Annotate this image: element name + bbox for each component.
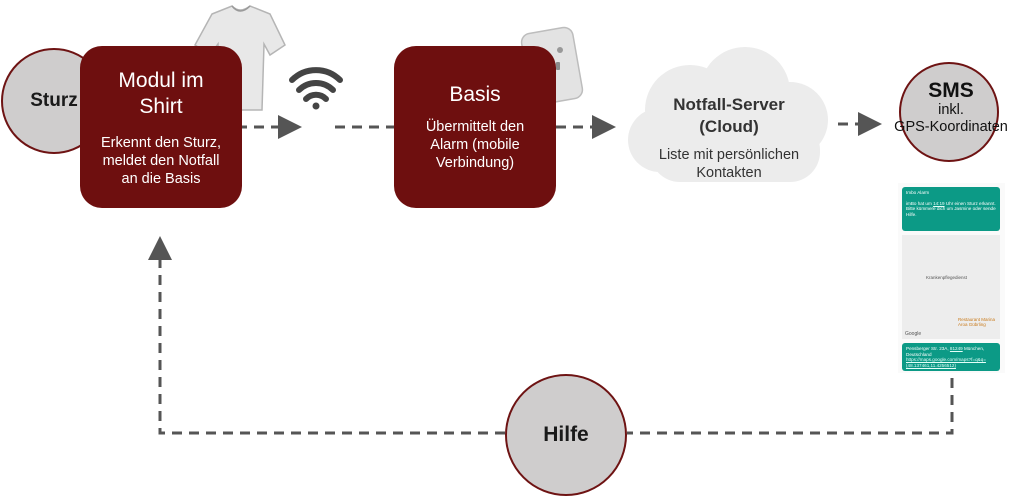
- basis-title: Basis: [449, 83, 501, 106]
- node-basis: Basis Übermittelt den Alarm (mobile Verb…: [394, 46, 556, 208]
- server-title-line: (Cloud): [699, 117, 759, 136]
- server-title: Notfall-Server (Cloud): [622, 94, 836, 138]
- basis-desc-line: Übermittelt den: [425, 119, 525, 135]
- line-sms-to-hilfe: [627, 378, 954, 435]
- sms-text-part: München, Deutschland: [906, 346, 985, 357]
- server-desc-line: Liste mit persönlichen: [658, 147, 800, 163]
- server-description: Liste mit persönlichen Kontakten: [622, 146, 836, 182]
- sms-text-part: Pensberger Str. 23A,: [906, 346, 950, 351]
- sturz-label: Sturz: [30, 90, 78, 111]
- node-modul-im-shirt: Modul im Shirt Erkennt den Sturz, meldet…: [80, 46, 242, 208]
- sms-sender: Imbo Alarm: [906, 190, 930, 195]
- basis-desc-line: Verbindung): [435, 155, 515, 171]
- modul-title: Modul im Shirt: [80, 68, 242, 120]
- modul-title-line: Modul im: [118, 69, 204, 92]
- sms-text-part: Bitte kümmere dich um Jasmine oder sende…: [906, 206, 996, 217]
- map-label: Restaurant Marina Aroa Gübrling: [958, 317, 996, 327]
- node-notfall-server: Notfall-Server (Cloud) Liste mit persönl…: [622, 94, 836, 182]
- node-sms: [899, 62, 999, 162]
- sms-zip: 81249: [949, 346, 963, 351]
- modul-desc-line: meldet den Notfall: [102, 153, 220, 169]
- sms-bubble-location: Pensberger Str. 23A, 81249 München, Deut…: [902, 343, 1000, 371]
- sms-desc-line: GPS-Koordinaten: [894, 119, 1008, 135]
- map-label: Krankenpflegedienst: [926, 275, 968, 280]
- map-google-logo: Google: [905, 331, 922, 337]
- wifi-icon: [289, 67, 343, 110]
- map-preview: Krankenpflegedienst Restaurant Marina Ar…: [902, 235, 1000, 339]
- sms-text-part: Uhr einen Sturz erkannt.: [944, 200, 996, 206]
- server-title-line: Notfall-Server: [673, 95, 785, 114]
- arrow-hilfe-to-modul: [148, 236, 505, 435]
- basis-desc-line: Alarm (mobile: [430, 137, 520, 153]
- sms-time: 14:19: [933, 200, 945, 206]
- modul-desc-line: Erkennt den Sturz,: [100, 135, 222, 151]
- maps-link[interactable]: https://maps.google.com/maps?f=q&q=(48.1…: [906, 357, 986, 368]
- server-desc-line: Kontakten: [696, 165, 762, 181]
- modul-description: Erkennt den Sturz, meldet den Notfall an…: [80, 134, 242, 188]
- hilfe-label: Hilfe: [543, 423, 589, 446]
- sms-text: SMS inkl. GPS-Koordinaten: [878, 80, 1024, 136]
- modul-desc-line: an die Basis: [121, 171, 201, 187]
- basis-description: Übermittelt den Alarm (mobile Verbindung…: [394, 118, 556, 172]
- sms-desc-line: inkl.: [938, 102, 964, 118]
- sms-bubble-alarm: Imbo Alarm imBo hat um 14:19 Uhr einen S…: [902, 187, 1000, 231]
- phone-screenshot: Imbo Alarm imBo hat um 14:19 Uhr einen S…: [898, 183, 1005, 373]
- cloud-icon: [628, 47, 828, 182]
- modul-title-line: Shirt: [139, 95, 183, 118]
- node-hilfe: Hilfe: [505, 374, 627, 496]
- sms-title: SMS: [928, 79, 974, 102]
- sms-text-part: imBo hat um: [906, 200, 934, 206]
